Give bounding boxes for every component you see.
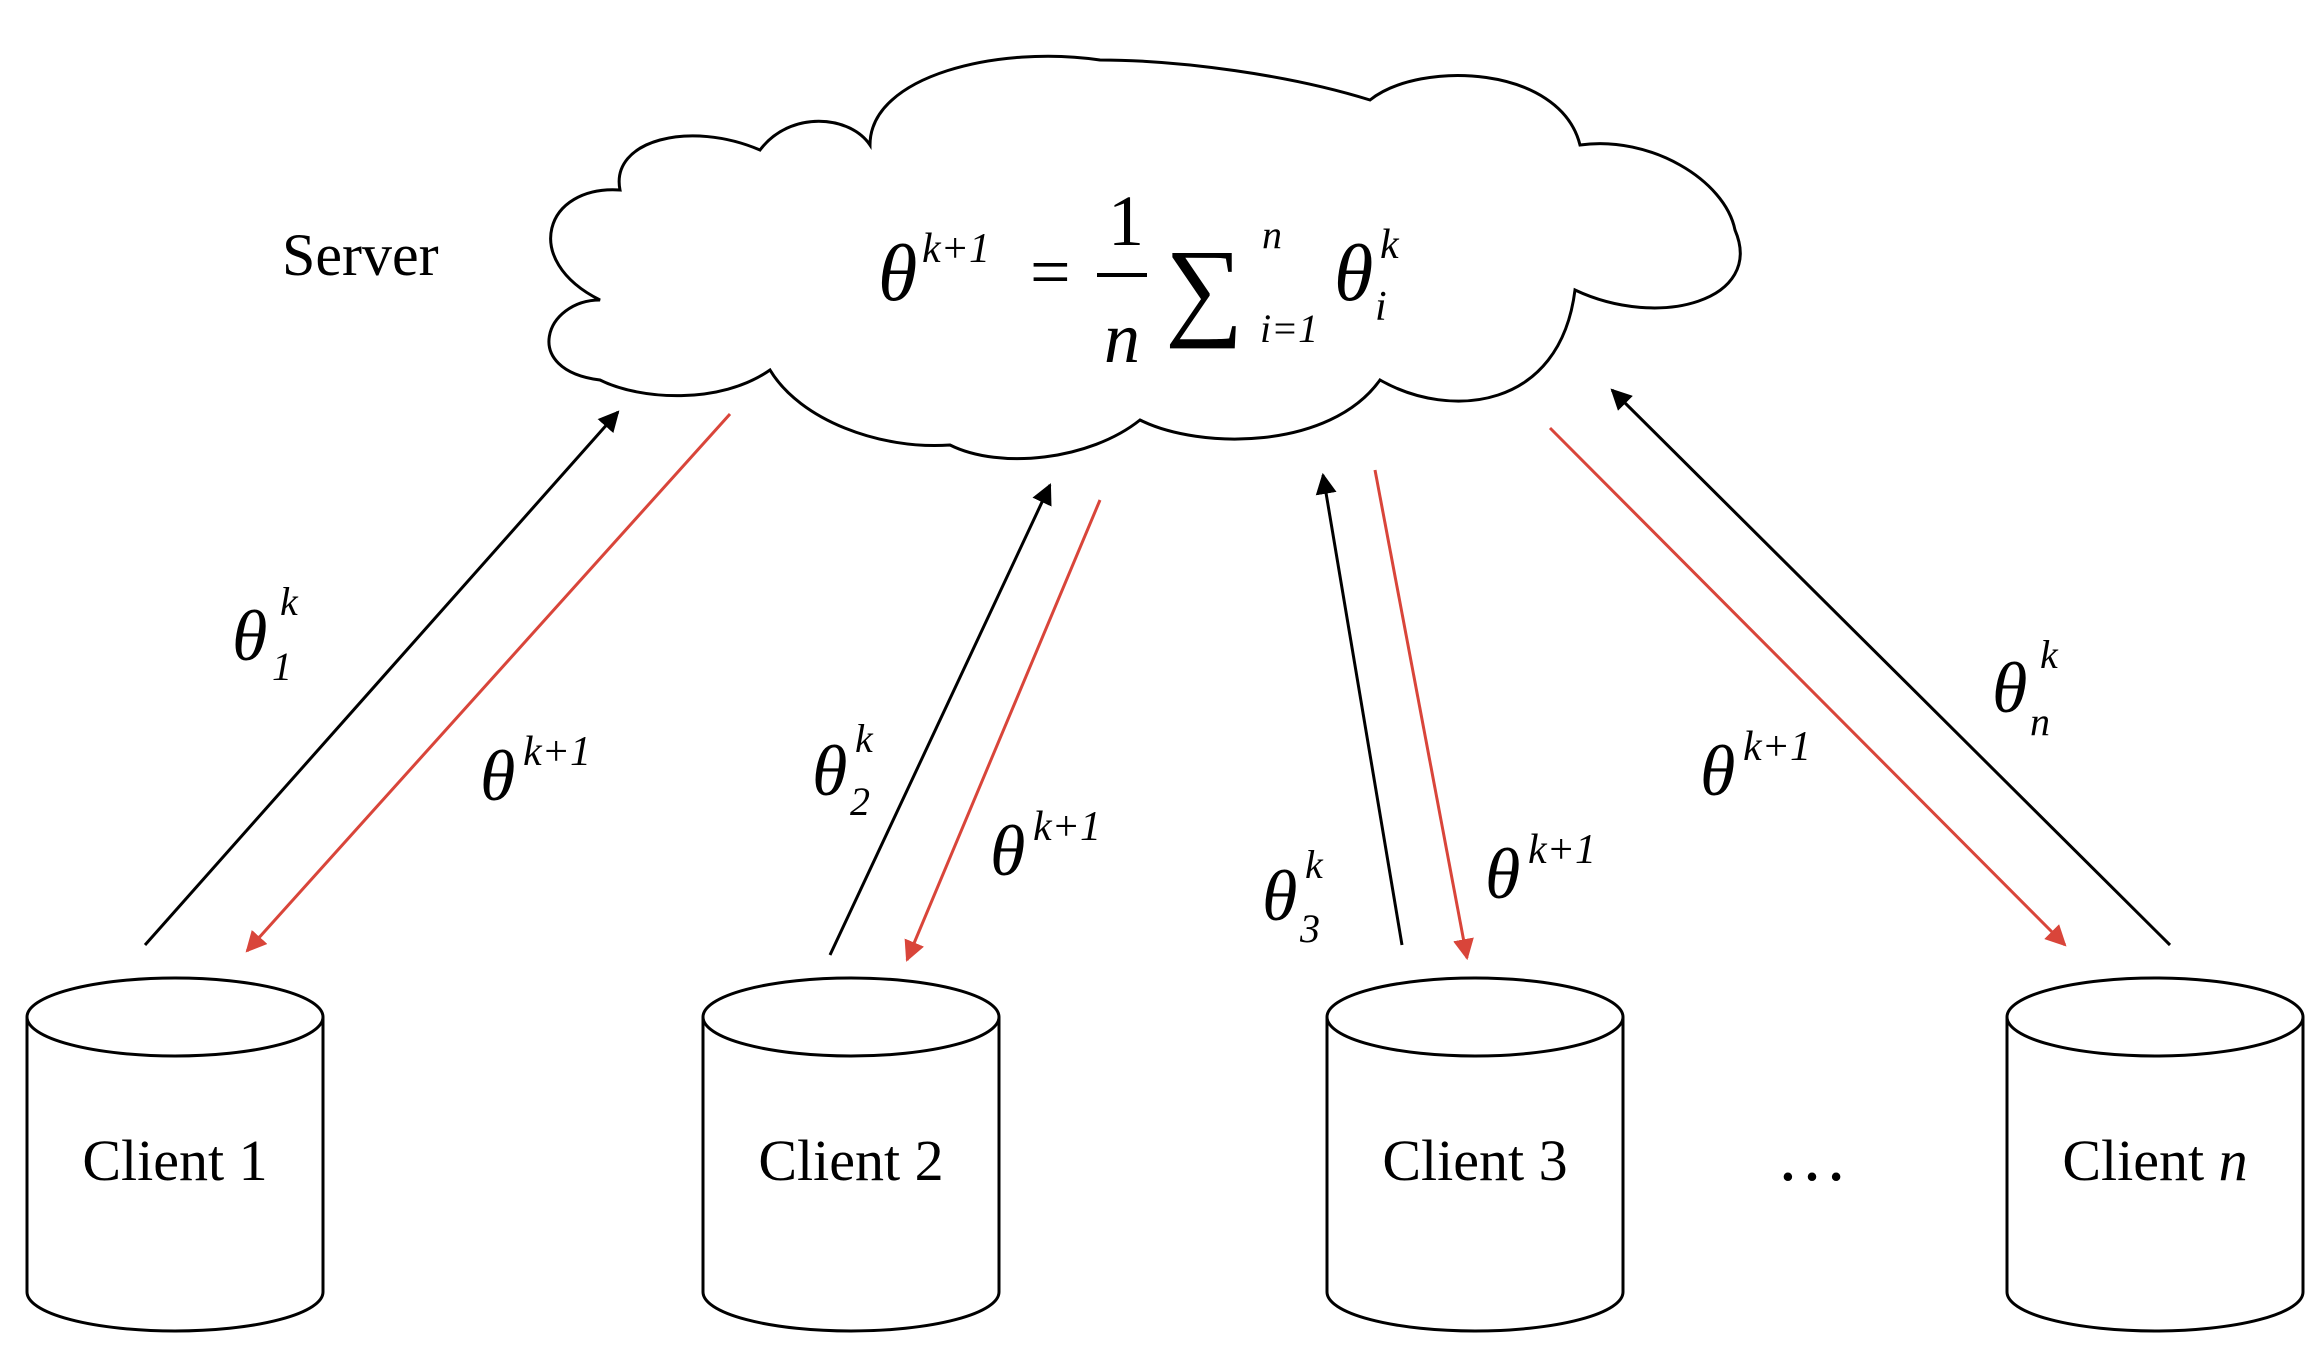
svg-text:k+1: k+1 — [1033, 804, 1101, 850]
svg-text:k: k — [1305, 842, 1324, 887]
client-n-cylinder: Client n — [2005, 976, 2305, 1333]
formula-lhs-theta: θ — [878, 230, 917, 318]
label-theta-n-k: θ n k — [1992, 632, 2059, 744]
formula-rhs-theta: θ — [1334, 230, 1373, 318]
label-theta-3-k: θ 3 k — [1262, 842, 1324, 951]
label-theta-1-k: θ 1 k — [232, 579, 299, 689]
label-theta-k-plus-1-client-3: θ k+1 — [1485, 827, 1596, 914]
formula-sum-lower: i=1 — [1260, 306, 1318, 351]
svg-text:3: 3 — [1299, 906, 1320, 951]
formula-lhs-sup: k+1 — [922, 226, 990, 272]
formula-frac-num: 1 — [1108, 181, 1144, 261]
svg-text:θ: θ — [1485, 834, 1520, 914]
svg-text:k+1: k+1 — [523, 729, 591, 775]
label-theta-2-k: θ 2 k — [812, 716, 874, 824]
svg-text:2: 2 — [850, 779, 870, 824]
label-theta-k-plus-1-client-2: θ k+1 — [990, 804, 1101, 891]
formula-sum-symbol: ∑ — [1165, 227, 1243, 349]
svg-text:k: k — [855, 716, 874, 761]
download-arrow-client-2 — [904, 499, 1102, 962]
svg-text:1: 1 — [272, 644, 292, 689]
upload-arrow-client-3 — [1315, 472, 1404, 946]
server-cloud — [547, 54, 1742, 461]
client-3-cylinder: Client 3 — [1325, 976, 1625, 1333]
client-1-cylinder: Client 1 — [25, 976, 325, 1333]
svg-text:θ: θ — [480, 736, 515, 816]
svg-text:θ: θ — [1700, 731, 1735, 811]
svg-text:k+1: k+1 — [1743, 724, 1811, 770]
svg-text:θ: θ — [232, 596, 267, 676]
server-label: Server — [282, 222, 439, 288]
formula-equals: = — [1030, 232, 1071, 312]
download-arrow-client-1 — [245, 412, 732, 953]
upload-arrow-client-2 — [828, 483, 1052, 956]
svg-text:θ: θ — [812, 731, 847, 811]
client-2-label: Client 2 — [758, 1128, 943, 1193]
client-3-label: Client 3 — [1382, 1128, 1567, 1193]
clients-ellipsis: … — [1776, 1116, 1848, 1196]
formula-sum-upper: n — [1262, 212, 1282, 257]
download-arrow-client-3 — [1373, 469, 1474, 961]
upload-arrow-client-n — [1610, 388, 2172, 947]
formula-frac-den: n — [1104, 298, 1140, 378]
svg-text:k: k — [280, 579, 299, 624]
svg-text:k: k — [2040, 632, 2059, 677]
label-theta-k-plus-1-client-1: θ k+1 — [480, 729, 591, 816]
formula-rhs-sub: i — [1375, 284, 1387, 330]
svg-text:θ: θ — [990, 811, 1025, 891]
svg-text:θ: θ — [1992, 648, 2027, 728]
svg-text:k+1: k+1 — [1528, 827, 1596, 873]
client-2-cylinder: Client 2 — [701, 976, 1001, 1333]
upload-arrow-client-1 — [143, 410, 620, 946]
client-n-label: Client n — [2062, 1128, 2247, 1193]
formula-rhs-sup: k — [1380, 222, 1400, 268]
svg-text:θ: θ — [1262, 856, 1297, 936]
svg-text:n: n — [2030, 699, 2050, 744]
client-1-label: Client 1 — [82, 1128, 267, 1193]
label-theta-k-plus-1-client-n: θ k+1 — [1700, 724, 1811, 811]
download-arrow-client-n — [1548, 426, 2067, 947]
aggregation-formula: θ k+1 = 1 n ∑ n i=1 θ k i — [878, 181, 1400, 378]
